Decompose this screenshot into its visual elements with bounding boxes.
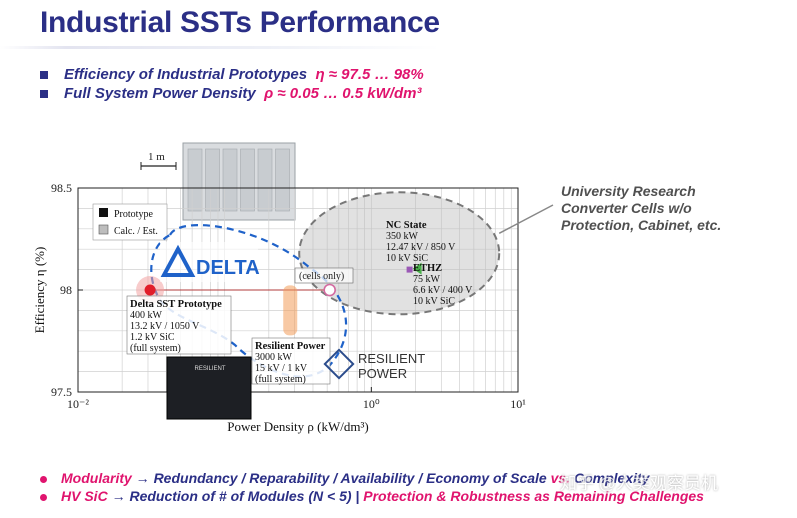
resilient-unit-label: RESILIENT xyxy=(194,366,225,372)
x-tick-label: 10⁻² xyxy=(67,397,89,411)
bullet-square-icon xyxy=(40,71,48,80)
bullet-text: Complexity xyxy=(573,470,650,486)
y-tick-label: 97.5 xyxy=(51,385,72,399)
resilient-annotation-box xyxy=(251,337,331,385)
legend-swatch-calc xyxy=(98,224,109,235)
cells-only-label: (cells only) xyxy=(299,271,344,282)
bullet-text: Full System Power Density xyxy=(64,85,256,102)
delta-annotation-box xyxy=(126,295,232,355)
university-research-note: University Research Converter Cells w/o … xyxy=(561,183,721,234)
bullet-text: Efficiency of Industrial Prototypes xyxy=(64,66,308,83)
bullet-formula: ρ ≈ 0.05 … 0.5 kW/dm³ xyxy=(264,85,422,102)
y-tick-label: 98 xyxy=(60,283,72,297)
delta-annotation-line: (full system) xyxy=(130,343,181,354)
watermark: 知乎 @人类观察员机 xyxy=(560,474,718,493)
delta-annotation-line: 13.2 kV / 1050 V xyxy=(130,321,200,332)
bullet-term: Modularity xyxy=(61,470,132,486)
ethz-annotation-title: ETHZ xyxy=(413,263,442,274)
bullet-formula: η ≈ 97.5 … 98% xyxy=(315,66,424,83)
delta-annotation-line: 400 kW xyxy=(130,310,163,321)
bullet-dot-icon xyxy=(40,493,47,501)
research-ellipse xyxy=(298,191,501,316)
resilient-logo-text2: POWER xyxy=(358,366,407,381)
cells-only-box xyxy=(294,267,354,284)
x-tick-label: 10¹ xyxy=(510,397,526,411)
nc-state-annotation-title: NC State xyxy=(386,220,427,231)
y-tick-label: 98.5 xyxy=(51,181,72,195)
bullet-term: HV SiC xyxy=(61,488,108,504)
note-line: University Research xyxy=(561,183,696,199)
cabinet-door xyxy=(257,148,273,212)
bullet-efficiency: Efficiency of Industrial Prototypes η ≈ … xyxy=(40,66,424,83)
bullet-power-density: Full System Power Density ρ ≈ 0.05 … 0.5… xyxy=(40,85,421,102)
x-tick-label: 10⁰ xyxy=(363,397,380,411)
resilient-annotation-line: 15 kV / 1 kV xyxy=(255,363,308,374)
page-title: Industrial SSTs Performance xyxy=(40,6,440,39)
resilient-annotation-line: (full system) xyxy=(255,374,306,385)
nc-state-annotation-line: 12.47 kV / 850 V xyxy=(386,242,456,253)
ethz-annotation-line: 75 kW xyxy=(413,274,441,285)
point-ethz xyxy=(412,262,422,275)
legend-label-prototype: Prototype xyxy=(114,209,153,220)
resilient-unit-image xyxy=(166,356,252,420)
legend-swatch-prototype xyxy=(99,208,108,217)
x-axis-label: Power Density ρ (kW/dm³) xyxy=(227,419,368,434)
bullet-vs: vs. xyxy=(550,470,571,486)
cabinet-door xyxy=(275,148,290,212)
resilient-logo-icon xyxy=(323,348,355,380)
bullet-dot-icon xyxy=(40,475,47,483)
delta-annotation-title: Delta SST Prototype xyxy=(130,299,222,310)
bullet-separator: | xyxy=(355,488,360,504)
delta-logo-icon xyxy=(160,244,196,277)
point-nc-state xyxy=(406,266,413,273)
bullet-text: Reduction of # of Modules (N < 5) xyxy=(129,488,352,504)
point-cells-only xyxy=(323,283,336,297)
resilient-annotation-line: 3000 kW xyxy=(255,352,293,363)
nc-state-annotation-line: 350 kW xyxy=(386,231,419,242)
cabinet-door xyxy=(240,148,255,212)
ethz-annotation-line: 10 kV SiC xyxy=(413,296,455,307)
cabinet-door xyxy=(187,148,203,212)
arrow-icon: → xyxy=(111,488,126,504)
bullet-text: Redundancy / Reparability / Availability… xyxy=(153,470,547,486)
point-delta xyxy=(144,284,156,296)
ethz-annotation-line: 6.6 kV / 400 V xyxy=(413,285,473,296)
resilient-logo-text: RESILIENT xyxy=(358,351,425,366)
scale-label: 1 m xyxy=(148,151,165,163)
note-line: Converter Cells w/o xyxy=(561,200,692,216)
research-callout-line xyxy=(498,204,554,234)
arrow-icon: → xyxy=(135,470,150,486)
delta-annotation-line: 1.2 kV SiC xyxy=(130,332,175,343)
bullet-square-icon xyxy=(40,90,48,99)
resilient-annotation-title: Resilient Power xyxy=(255,341,326,352)
point-resilient xyxy=(283,285,298,336)
cabinet-door xyxy=(222,148,238,212)
legend-label-calc: Calc. / Est. xyxy=(114,226,158,237)
note-line: Protection, Cabinet, etc. xyxy=(561,217,722,233)
bullet-text: Protection & Robustness as Remaining Cha… xyxy=(363,488,704,504)
bottom-bullet-modularity: Modularity → Redundancy / Reparability /… xyxy=(40,470,649,486)
title-underline xyxy=(0,46,440,49)
delta-logo-text: DELTA xyxy=(196,257,260,279)
cabinet-door xyxy=(205,148,220,212)
bottom-bullet-hv-sic: HV SiC → Reduction of # of Modules (N < … xyxy=(40,488,704,504)
nc-state-annotation-line: 10 kV SiC xyxy=(386,253,428,264)
y-axis-label: Efficiency η (%) xyxy=(32,247,47,334)
